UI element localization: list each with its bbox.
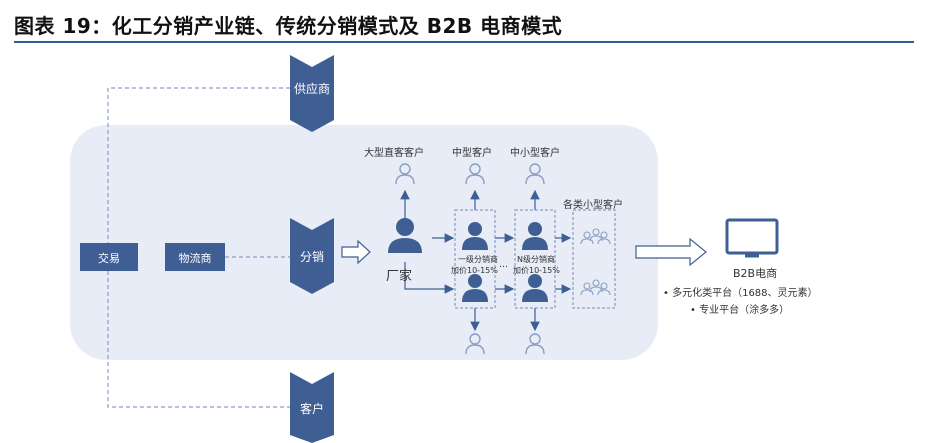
title-underline bbox=[14, 41, 914, 43]
ellipsis-label: … bbox=[499, 260, 508, 270]
figure-title: 图表 19：化工分销产业链、传统分销模式及 B2B 电商模式 bbox=[14, 14, 563, 38]
customer-label: 客户 bbox=[299, 402, 324, 416]
supplier-transaction-link bbox=[107, 87, 290, 243]
to-b2b-arrow bbox=[635, 237, 707, 267]
small-customers-icon-bottom bbox=[580, 279, 611, 296]
monitor-icon bbox=[725, 218, 779, 258]
tier1-markup-label: 加价10-15% bbox=[451, 266, 498, 275]
supplier-label: 供应商 bbox=[294, 82, 331, 96]
to-tier1-bottom-arrow bbox=[404, 262, 455, 294]
distribution-label: 分销 bbox=[299, 250, 324, 264]
b2b-item-professional: • 专业平台（涂多多） bbox=[690, 305, 790, 316]
various-small-customers-label: 各类小型客户 bbox=[563, 200, 623, 211]
distribution-chevron bbox=[290, 218, 334, 294]
transaction-box bbox=[80, 243, 138, 271]
tierN-distributor-label: N级分销商 bbox=[517, 255, 555, 264]
to-manufacturer-arrow bbox=[341, 239, 371, 265]
manufacturer-label: 厂家 bbox=[386, 269, 413, 284]
tier1-distributor-label: 一级分销商 bbox=[458, 255, 498, 264]
logistics-label: 物流商 bbox=[178, 252, 212, 265]
b2b-label: B2B电商 bbox=[733, 267, 778, 280]
b2b-item-diversified: • 多元化类平台（1688、灵元素） bbox=[663, 288, 818, 299]
large-customer-label: 大型直客客户 bbox=[364, 148, 424, 159]
supplier-chevron bbox=[290, 55, 334, 132]
manufacturer-icon bbox=[388, 218, 422, 253]
small-medium-customer-label: 中小型客户 bbox=[510, 148, 560, 159]
small-customers-icon-top bbox=[580, 228, 611, 245]
small-customers-group bbox=[572, 209, 616, 309]
tierN-markup-label: 加价10-15% bbox=[513, 266, 560, 275]
transaction-label: 交易 bbox=[98, 252, 120, 265]
transaction-customer-link bbox=[107, 271, 290, 408]
logistics-box bbox=[165, 243, 225, 271]
medium-customer-label: 中型客户 bbox=[452, 148, 492, 159]
channel-panel bbox=[70, 125, 658, 360]
customer-chevron bbox=[290, 372, 334, 443]
